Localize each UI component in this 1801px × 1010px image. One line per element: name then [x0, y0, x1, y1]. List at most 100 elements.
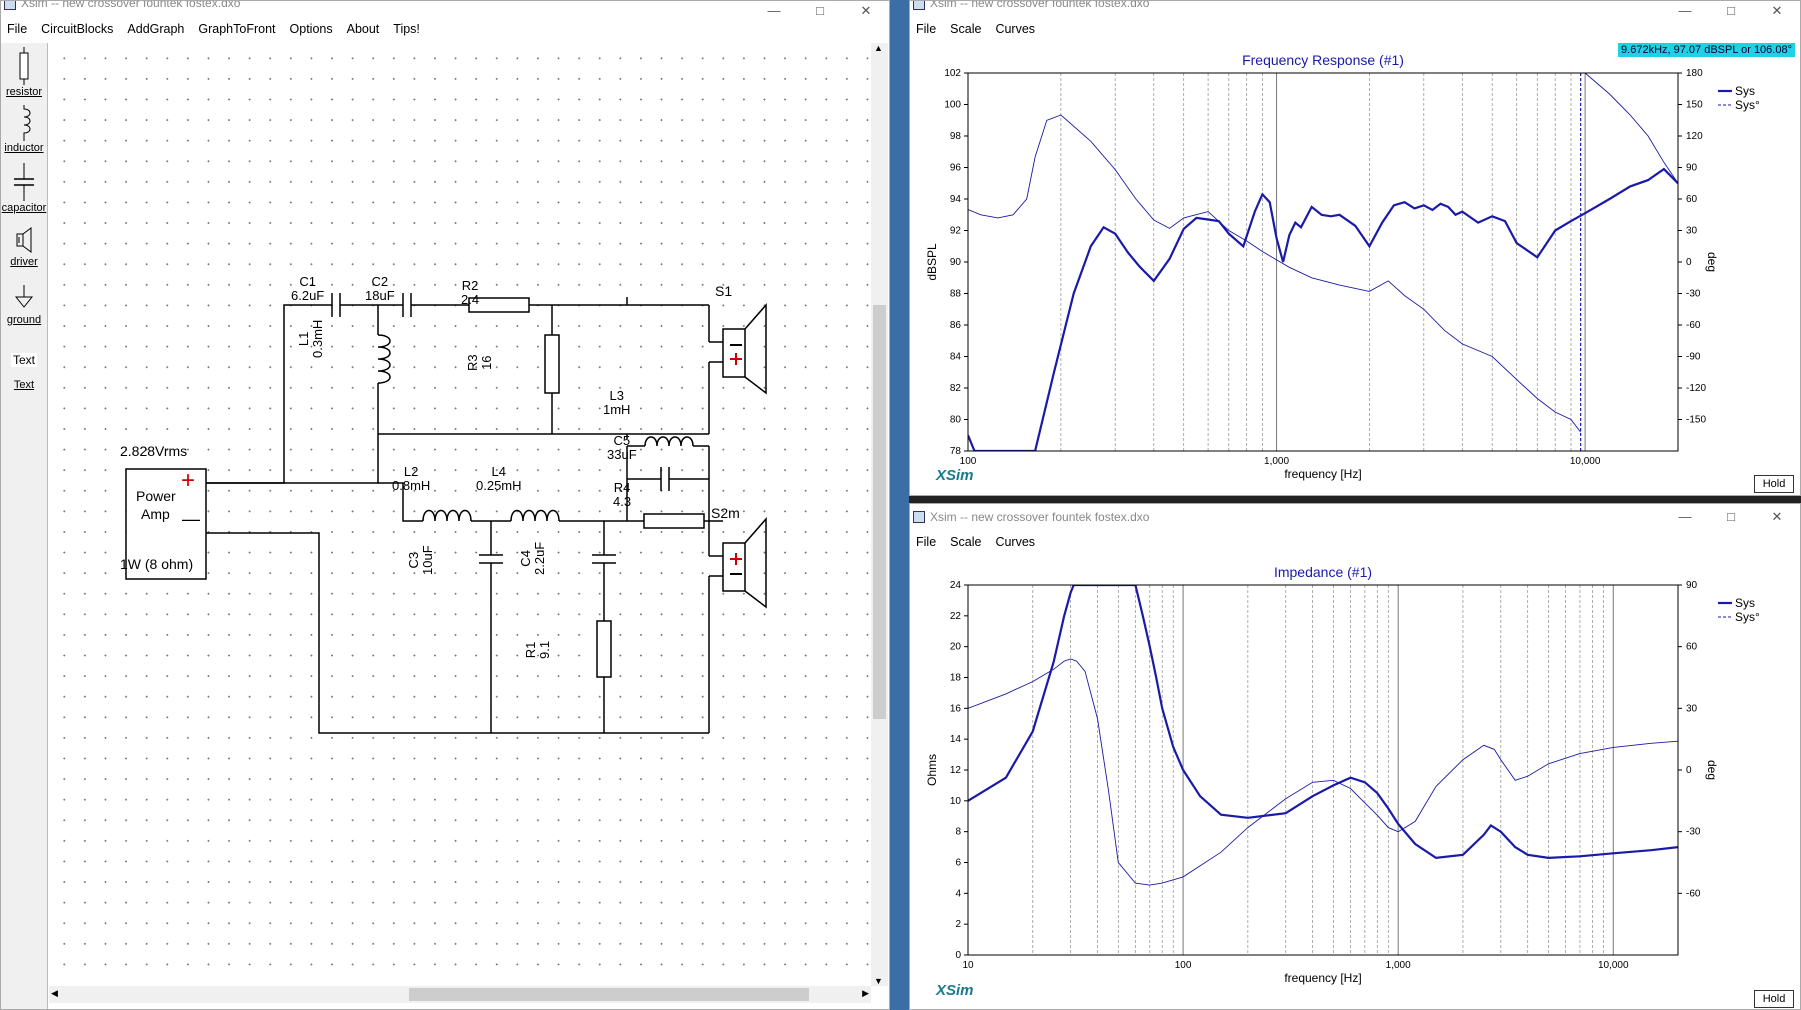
tick-label-y: 102	[944, 68, 961, 79]
maximize-icon[interactable]: □	[816, 3, 824, 18]
menu-file[interactable]: File	[916, 535, 937, 549]
minimize-icon[interactable]: —	[767, 3, 781, 18]
vertical-scrollbar[interactable]: ▲ ▼	[871, 43, 888, 986]
tick-label-y2: 90	[1686, 163, 1698, 174]
y2-axis-label: deg	[1705, 760, 1719, 780]
amp-name-line1: Power	[136, 488, 176, 504]
component-palette: resistor inductor capacitor driver groun…	[1, 43, 48, 1009]
tick-label-y2: 180	[1686, 68, 1703, 79]
hold-button[interactable]: Hold	[1754, 475, 1794, 493]
xsim-logo: XSim	[936, 467, 974, 484]
horizontal-scrollbar[interactable]: ◀ ▶	[49, 986, 871, 1003]
maximize-icon[interactable]: □	[1727, 509, 1735, 524]
menu-graphtofront[interactable]: GraphToFront	[198, 22, 276, 36]
scroll-thumb[interactable]	[873, 305, 886, 719]
tick-label-x: 10,000	[1570, 456, 1601, 467]
window-title: Xsim -- new crossover fountek fostex.dxo	[930, 0, 1150, 10]
tick-label-y2: 60	[1686, 194, 1698, 205]
window-buttons: — □ ✕	[751, 1, 889, 21]
hold-button[interactable]: Hold	[1754, 990, 1794, 1008]
minimize-icon[interactable]: —	[1678, 3, 1692, 18]
menu-options[interactable]: Options	[289, 22, 333, 36]
palette-text-link[interactable]: Text	[1, 379, 47, 391]
tick-label-y: 84	[950, 352, 962, 363]
tick-label-y2: 30	[1686, 226, 1698, 237]
menu-curves[interactable]: Curves	[995, 535, 1036, 549]
menu-scale[interactable]: Scale	[950, 22, 982, 36]
amp-name-line2: Amp	[141, 506, 170, 522]
window-title: Xsim -- new crossover fountek fostex.dxo	[930, 510, 1150, 524]
window-title: Xsim -- new crossover fountek fostex.dxo	[21, 0, 241, 10]
legend-label: Sys	[1735, 84, 1755, 98]
plot-frame	[967, 72, 1679, 452]
palette-driver[interactable]: driver	[1, 225, 47, 268]
tick-label-y: 4	[955, 888, 961, 899]
palette-ground[interactable]: ground	[1, 283, 47, 326]
menu-scale[interactable]: Scale	[950, 535, 982, 549]
tick-label-y2: 150	[1686, 100, 1703, 111]
menu-file[interactable]: File	[7, 22, 28, 36]
tick-label-y: 82	[950, 383, 962, 394]
tick-label-y: 12	[950, 765, 962, 776]
menu-curves[interactable]: Curves	[995, 22, 1036, 36]
menu-bar: File Scale Curves	[910, 532, 1800, 552]
amp-power-rating: 1W (8 ohm)	[120, 556, 194, 572]
palette-label: capacitor	[1, 202, 47, 214]
close-icon[interactable]: ✕	[860, 3, 872, 18]
palette-capacitor[interactable]: capacitor	[1, 163, 47, 214]
driver-s1[interactable]	[722, 328, 746, 378]
power-amp-box[interactable]	[125, 468, 207, 580]
scroll-up-icon[interactable]: ▲	[874, 43, 883, 53]
app-icon	[913, 511, 925, 523]
window-buttons: — □ ✕	[1662, 1, 1800, 21]
chart-title: Frequency Response (#1)	[1242, 52, 1404, 68]
tick-label-y: 0	[955, 950, 961, 961]
menu-addgraph[interactable]: AddGraph	[127, 22, 185, 36]
tick-label-y: 16	[950, 703, 962, 714]
circuit-window: Xsim -- new crossover fountek fostex.dxo…	[0, 0, 890, 1010]
menu-tips[interactable]: Tips!	[393, 22, 420, 36]
tick-label-y2: 90	[1686, 580, 1698, 591]
minimize-icon[interactable]: —	[1678, 509, 1692, 524]
xsim-logo: XSim	[936, 982, 974, 999]
maximize-icon[interactable]: □	[1727, 3, 1735, 18]
tick-label-y: 86	[950, 320, 962, 331]
menu-about[interactable]: About	[346, 22, 380, 36]
tick-label-x: 10	[962, 960, 974, 971]
tick-label-y2: 0	[1686, 257, 1692, 268]
palette-inductor[interactable]: inductor	[1, 105, 47, 154]
tick-label-y2: 120	[1686, 131, 1703, 142]
scroll-left-icon[interactable]: ◀	[51, 988, 58, 998]
impedance-chart[interactable]: Impedance (#1)024681012141618202224-60-3…	[910, 554, 1800, 1009]
tick-label-x: 10,000	[1598, 960, 1629, 971]
scroll-down-icon[interactable]: ▼	[874, 976, 883, 986]
scroll-thumb[interactable]	[409, 988, 809, 1001]
palette-label: resistor	[5, 86, 43, 98]
s1-label: S1	[715, 283, 733, 299]
frequency-response-chart[interactable]: Frequency Response (#1)78808284868890929…	[910, 41, 1800, 495]
tick-label-y: 92	[950, 226, 962, 237]
menu-circuitblocks[interactable]: CircuitBlocks	[41, 22, 114, 36]
menu-file[interactable]: File	[916, 22, 937, 36]
palette-text-tool[interactable]: Text	[1, 353, 47, 367]
palette-resistor[interactable]: resistor	[1, 47, 47, 98]
close-icon[interactable]: ✕	[1771, 509, 1783, 524]
driver-s2m[interactable]	[722, 542, 746, 592]
close-icon[interactable]: ✕	[1771, 3, 1783, 18]
speaker-icon	[16, 227, 32, 253]
scroll-right-icon[interactable]: ▶	[862, 988, 869, 998]
menu-bar: File CircuitBlocks AddGraph GraphToFront…	[1, 19, 889, 39]
desktop-gap	[909, 496, 1801, 503]
palette-label: driver	[10, 256, 38, 268]
